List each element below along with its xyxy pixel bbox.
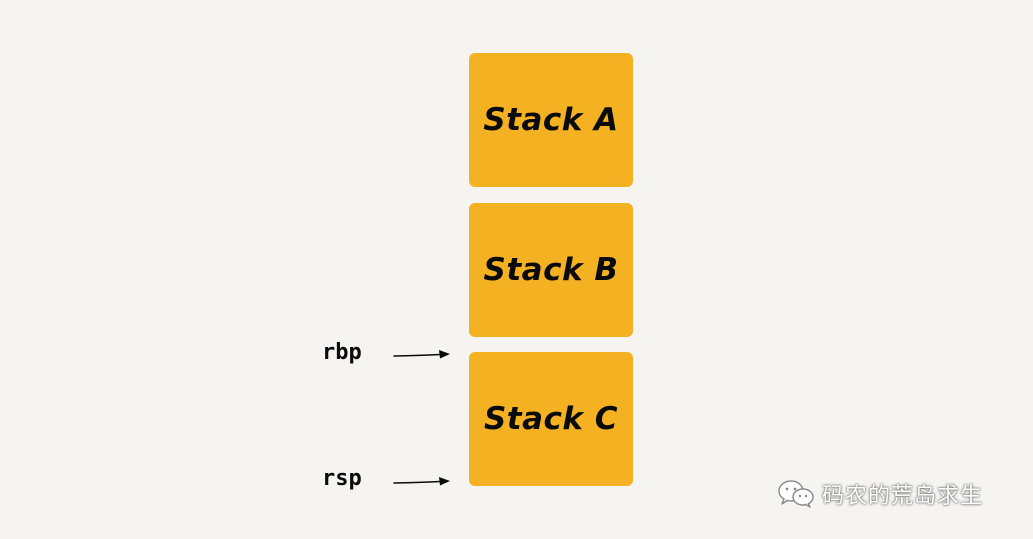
- watermark-text: 码农的荒岛求生: [822, 484, 984, 509]
- stack-block-c: Stack C: [469, 352, 633, 486]
- rbp-arrow: [393, 350, 450, 359]
- stack-block-b: Stack B: [469, 203, 633, 337]
- stack-block-a: Stack A: [469, 53, 633, 187]
- wechat-icon: [778, 480, 814, 508]
- stack-block-b-label: Stack B: [483, 252, 619, 288]
- stack-block-c-label: Stack C: [483, 401, 619, 437]
- stack-block-a-label: Stack A: [483, 102, 619, 138]
- rsp-arrow: [393, 477, 450, 486]
- rbp-label: rbp: [322, 340, 362, 365]
- watermark: 码农的荒岛求生: [776, 478, 983, 510]
- rsp-label: rsp: [322, 466, 362, 491]
